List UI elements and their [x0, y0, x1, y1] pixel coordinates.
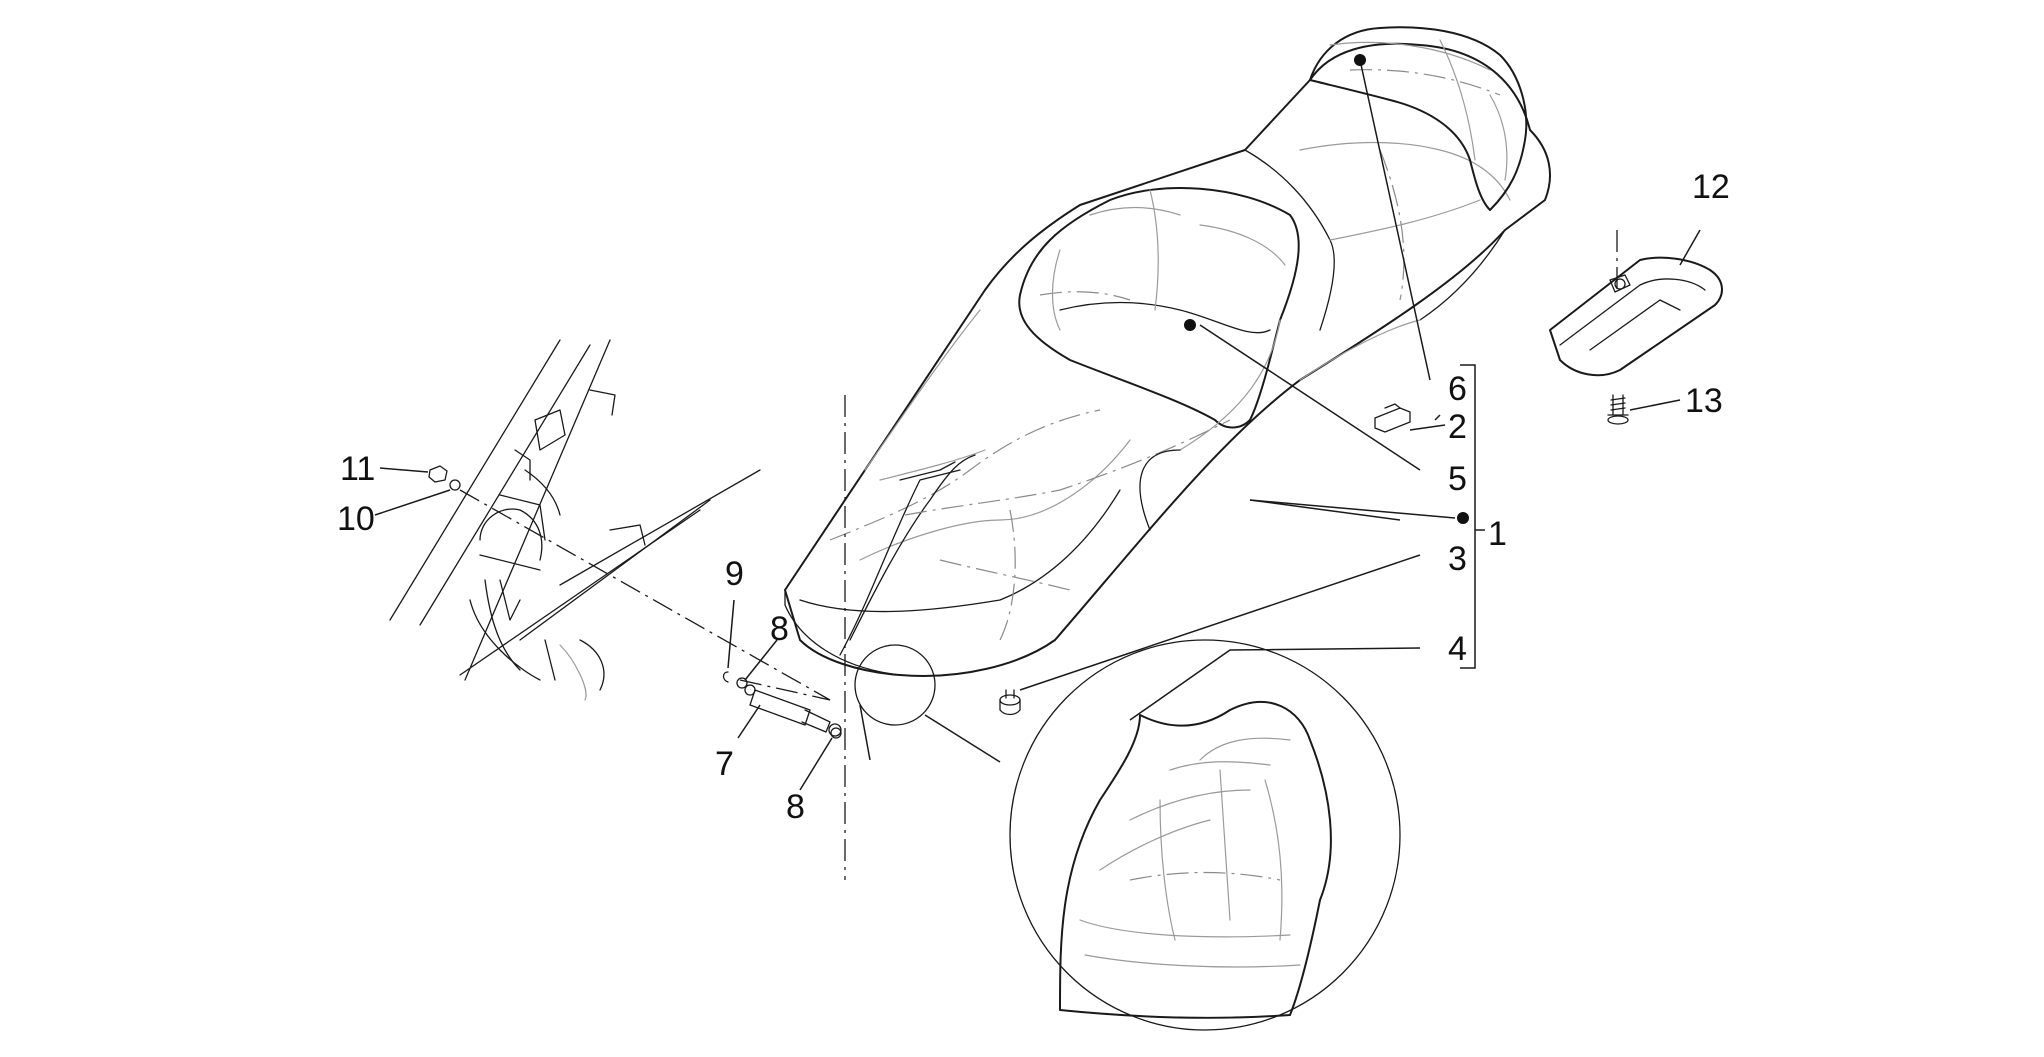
detail-circle-small [854, 644, 936, 726]
callout-2: 2 [1448, 408, 1467, 446]
callout-9: 9 [725, 555, 744, 593]
callout-8-lower: 8 [786, 788, 805, 826]
callout-3: 3 [1448, 540, 1467, 578]
callout-12: 12 [1692, 168, 1730, 206]
callout-7: 7 [715, 745, 734, 783]
part-13-screw [1607, 394, 1629, 425]
part-8-washer-lower [830, 727, 842, 739]
rider-backrest [1018, 187, 1300, 429]
seat-outline [784, 42, 1551, 677]
callout-13: 13 [1685, 382, 1723, 420]
part-11-nut [428, 465, 448, 483]
callout-1: 1 [1488, 515, 1507, 553]
part-2-clip [1374, 403, 1411, 433]
callout-8-upper: 8 [770, 610, 789, 648]
seat-front-top [799, 489, 1121, 613]
passenger-backrest [1309, 26, 1528, 211]
callout-4: 4 [1448, 630, 1467, 668]
part-9-clip [722, 671, 729, 683]
part-10-washer [449, 479, 461, 491]
detail-cover-cutaway [1059, 700, 1332, 1019]
part-1-bracket [1460, 364, 1476, 669]
part-1-dot [1457, 512, 1469, 524]
seat-assembly [784, 26, 1551, 677]
part-8-washer-upper [736, 677, 748, 689]
callout-6: 6 [1448, 370, 1467, 408]
detail-circle-large [1009, 639, 1401, 1031]
frame-section [389, 339, 761, 701]
part-3-grommet [999, 689, 1021, 716]
callout-11: 11 [340, 450, 375, 488]
callout-10: 10 [337, 500, 375, 538]
part-7-gas-strut [739, 679, 842, 737]
callout-5: 5 [1448, 460, 1467, 498]
part-12-tray [1549, 256, 1723, 377]
detail-enlargement [1009, 639, 1401, 1031]
